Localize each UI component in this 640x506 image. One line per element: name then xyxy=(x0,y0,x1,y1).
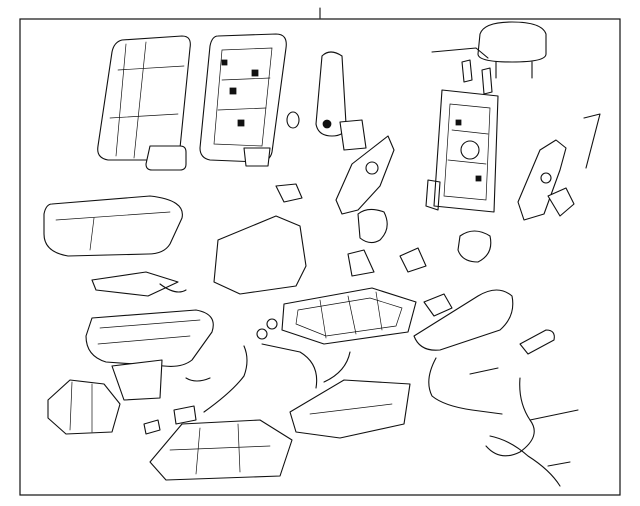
seat-back-frame xyxy=(425,89,499,213)
headrest-guides xyxy=(431,47,493,95)
seat-back-cover xyxy=(97,35,191,171)
lower-base-trim xyxy=(149,379,411,481)
armrest xyxy=(286,51,347,137)
wire-harness xyxy=(185,343,579,487)
lower-trim-pieces xyxy=(47,359,197,435)
side-shield xyxy=(91,183,427,297)
seat-back-pad xyxy=(199,33,287,167)
recliner-mechanism xyxy=(335,113,601,263)
seat-cushion-frame xyxy=(256,287,453,345)
headrest xyxy=(477,21,547,79)
lower-side-trim xyxy=(413,289,555,355)
seat-cushion-pad xyxy=(85,309,214,367)
diagram-border xyxy=(19,18,621,496)
seat-cushion-cover xyxy=(43,195,183,257)
